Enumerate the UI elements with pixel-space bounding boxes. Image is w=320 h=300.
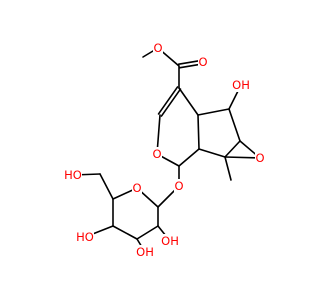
ring-bond-c1-c7a xyxy=(178,148,200,167)
atom-label-text: O xyxy=(152,147,161,161)
atom-label-text: HO xyxy=(64,168,82,182)
sugar-ring-bond-4 xyxy=(112,225,138,240)
sugar-ring-bond-5 xyxy=(136,225,159,240)
atom-label-o-ester-ether: O xyxy=(153,41,163,55)
cyclopentane-bond-a xyxy=(197,108,230,116)
atom-label-oh-sugar-right: OH xyxy=(161,234,179,248)
atom-label-text: O xyxy=(132,181,141,195)
cyclopentane-bond-b xyxy=(228,108,241,142)
ch2-bond xyxy=(99,173,114,200)
atom-label-background xyxy=(64,168,82,182)
atom-label-background xyxy=(161,234,179,248)
atom-label-background xyxy=(153,41,163,55)
atom-label-background xyxy=(174,179,184,193)
atom-label-o-pyran: O xyxy=(152,147,162,161)
atom-label-text: O xyxy=(153,41,162,55)
atom-label-text: O xyxy=(174,179,183,193)
atom-label-ho-ch2oh: HO xyxy=(64,168,82,182)
atom-label-text: O xyxy=(198,55,207,69)
atom-label-o-epoxide: O xyxy=(255,151,265,165)
ring-fusion-bond xyxy=(197,114,200,150)
atom-label-text: OH xyxy=(136,245,154,259)
cyclopentane-bond-c xyxy=(198,148,226,158)
atom-label-o-ester-carbonyl: O xyxy=(198,55,208,69)
epoxide-cc-bond xyxy=(224,140,241,158)
atom-label-background xyxy=(132,181,142,195)
atom-label-background xyxy=(136,245,154,259)
atom-label-oh-cyclopentane: OH xyxy=(232,78,250,92)
atom-label-ho-sugar-left: HO xyxy=(76,230,94,244)
enol-double-bond-line-2 xyxy=(160,88,182,117)
ring-bond-c4-c3a xyxy=(178,87,199,116)
atom-label-background xyxy=(152,147,162,161)
methyl-bond xyxy=(224,156,232,181)
atom-label-text: O xyxy=(255,151,264,165)
atom-label-text: HO xyxy=(76,230,94,244)
atom-label-background xyxy=(198,55,208,69)
atom-label-text: OH xyxy=(232,78,250,92)
epoxide-co-bond-b xyxy=(224,156,261,159)
atom-label-text: OH xyxy=(161,234,179,248)
enol-double-bond-line-1 xyxy=(157,86,179,115)
atom-label-background xyxy=(255,151,265,165)
atom-label-o-glycosidic: O xyxy=(174,179,184,193)
atom-label-o-sugar-ring: O xyxy=(132,181,142,195)
atom-label-background xyxy=(232,78,250,92)
atom-label-background xyxy=(76,230,94,244)
atom-label-oh-sugar-bottom: OH xyxy=(136,245,154,259)
